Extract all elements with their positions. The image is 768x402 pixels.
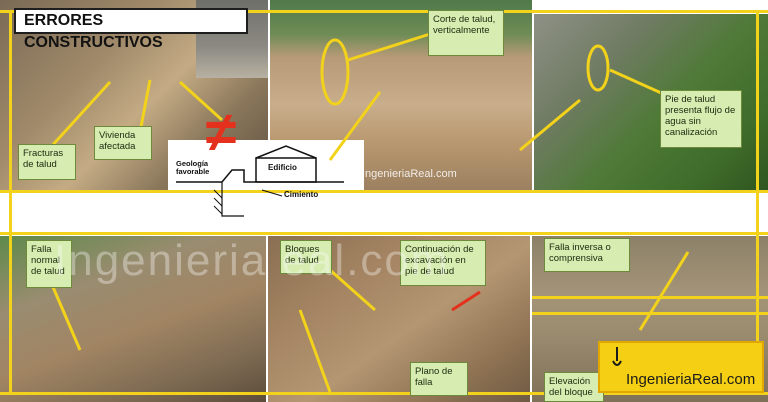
callout-fracturas: Fracturas de talud: [18, 144, 76, 180]
arrow-pie: [609, 68, 669, 98]
arrow-corte: [347, 32, 431, 62]
diagram-roof: [255, 145, 317, 159]
frame-line-bottom: [0, 392, 768, 395]
crane-icon: [610, 347, 624, 369]
arrow-falla-inversa: [638, 251, 690, 331]
frame-line-middle: [0, 190, 768, 193]
brand-logo: IngenieriaReal.com: [598, 341, 764, 393]
frame-line-left: [9, 10, 12, 395]
diagram-slope: [221, 182, 244, 217]
frame-line-top: [0, 10, 768, 13]
callout-elevacion: Elevación del bloque: [544, 372, 604, 402]
diagram-panel: [168, 140, 364, 230]
not-equal-icon: ≠: [205, 100, 237, 163]
arrow-fracturas: [48, 80, 112, 150]
diagram-label-geologia: Geología favorable: [176, 159, 210, 176]
callout-falla-normal: Falla normal de talud: [26, 240, 72, 288]
diagram-cimiento-leader: [261, 189, 283, 197]
diagram-hatch-2: [213, 197, 223, 207]
arrow-falla-normal: [48, 279, 82, 351]
watermark-large: Ingenieria eal.com: [54, 236, 450, 285]
page-title: ERRORES CONSTRUCTIVOS: [14, 8, 248, 51]
watermark-small: IngenieriaReal.com: [362, 168, 457, 180]
callout-falla-inversa: Falla inversa o comprensiva: [544, 238, 630, 272]
highlight-oval-corte: [320, 38, 350, 106]
frame-line-lower: [0, 232, 768, 235]
callout-pie: Pie de talud presenta flujo de agua sin …: [660, 90, 742, 148]
diagram-label-cimiento: Cimiento: [284, 190, 319, 199]
arrow-bloques: [329, 268, 376, 312]
diagram-label-edificio: Edificio: [268, 163, 297, 172]
arrow-plano: [298, 309, 332, 393]
callout-bloques: Bloques de talud: [280, 240, 332, 274]
frame-line-right: [756, 10, 759, 395]
callout-continuacion: Continuación de excavación en pie de tal…: [400, 240, 486, 286]
diagram-hatch-3: [213, 205, 223, 215]
callout-corte: Corte de talud, verticalmente: [428, 10, 504, 56]
arrow-corte-2: [328, 91, 382, 161]
arrow-vivienda-2: [178, 80, 224, 122]
diagram-hatch-1: [213, 189, 223, 199]
arrow-continuacion-red: [451, 290, 481, 312]
brand-text: IngenieriaReal.com: [626, 371, 756, 388]
frame-line-strata-1: [532, 296, 768, 299]
callout-vivienda: Vivienda afectada: [94, 126, 152, 160]
callout-plano: Plano de falla: [410, 362, 468, 396]
arrow-vivienda: [138, 79, 152, 133]
arrow-pie-2: [519, 98, 581, 152]
diagram-building: [255, 157, 317, 183]
highlight-oval-pie: [586, 44, 610, 92]
